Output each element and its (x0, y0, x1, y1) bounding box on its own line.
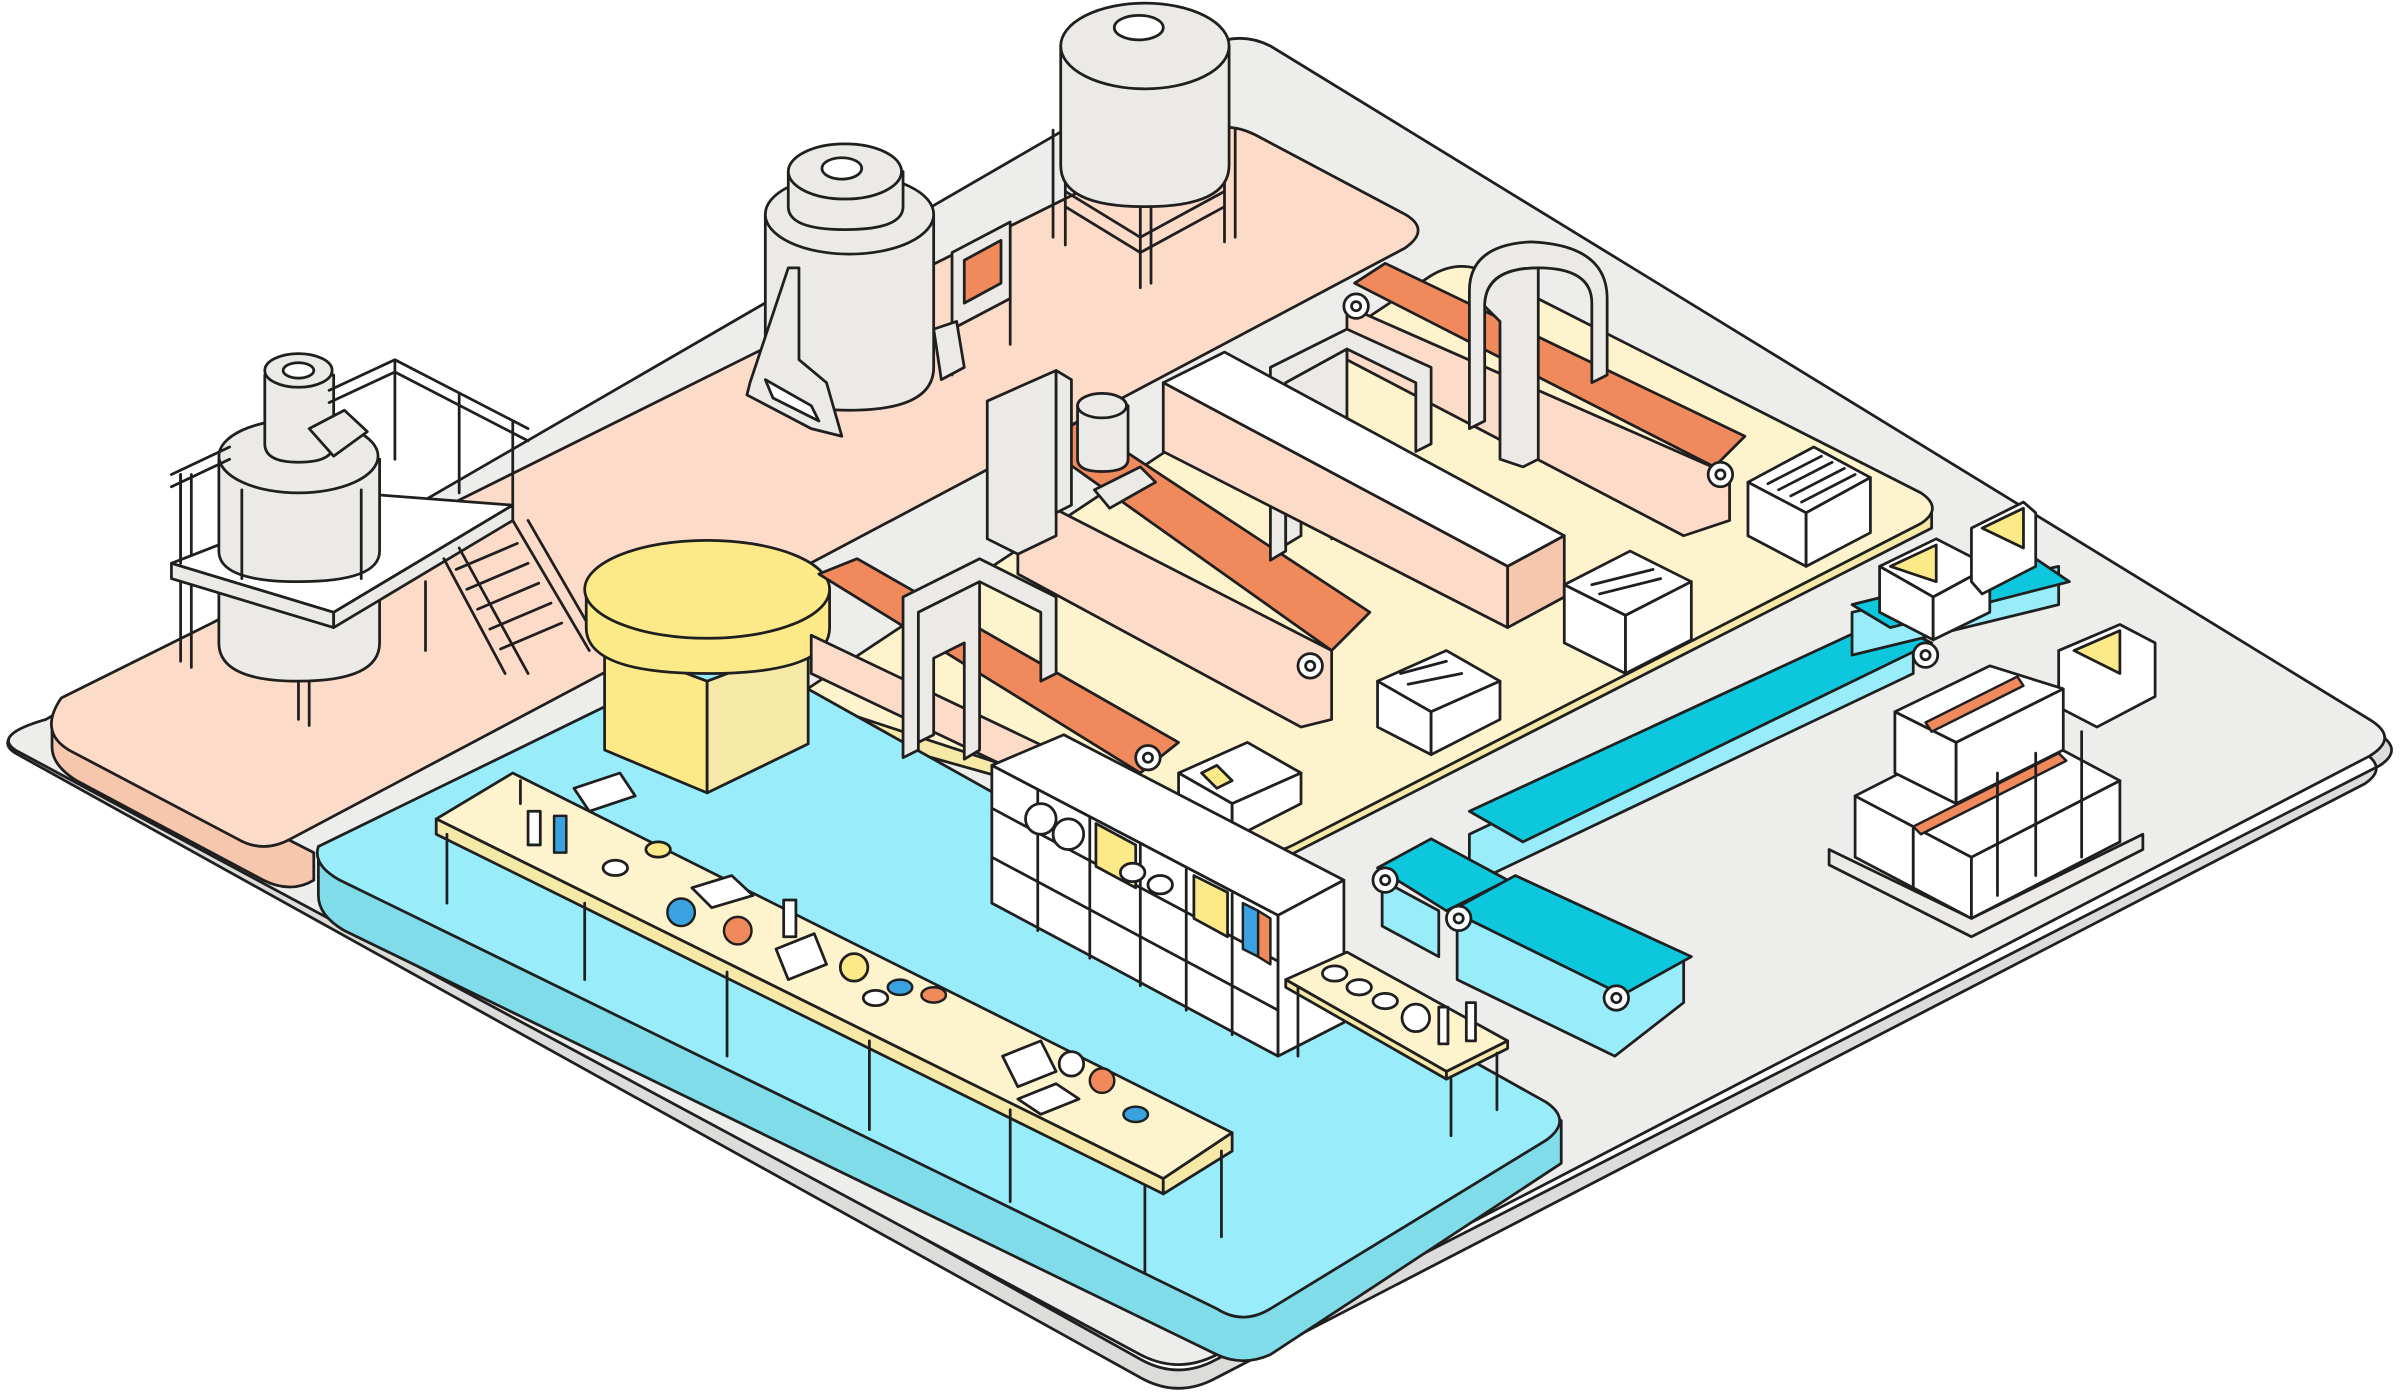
open-boxes (1878, 500, 2157, 729)
scanner-gate-front (901, 557, 1058, 761)
pallet-of-boxes (1827, 664, 2145, 939)
storage-silo (1051, 1, 1237, 290)
crate-back-right (1746, 445, 1872, 568)
yellow-round-mixer (583, 538, 831, 795)
small-lab-table (1284, 950, 1510, 1138)
reactor-tank (745, 142, 1012, 438)
filling-machine (985, 369, 1157, 556)
crate-middle (1562, 549, 1693, 675)
mixer-tank-with-platform (170, 352, 599, 727)
crate-front (1376, 649, 1502, 757)
scanner-arch-back (1468, 240, 1609, 469)
cyan-conveyor-left-a (1371, 837, 1510, 959)
cyan-conveyor-left-b (1445, 874, 1693, 1058)
lab-bench (434, 771, 1234, 1275)
raw-material-zone (50, 125, 1420, 889)
